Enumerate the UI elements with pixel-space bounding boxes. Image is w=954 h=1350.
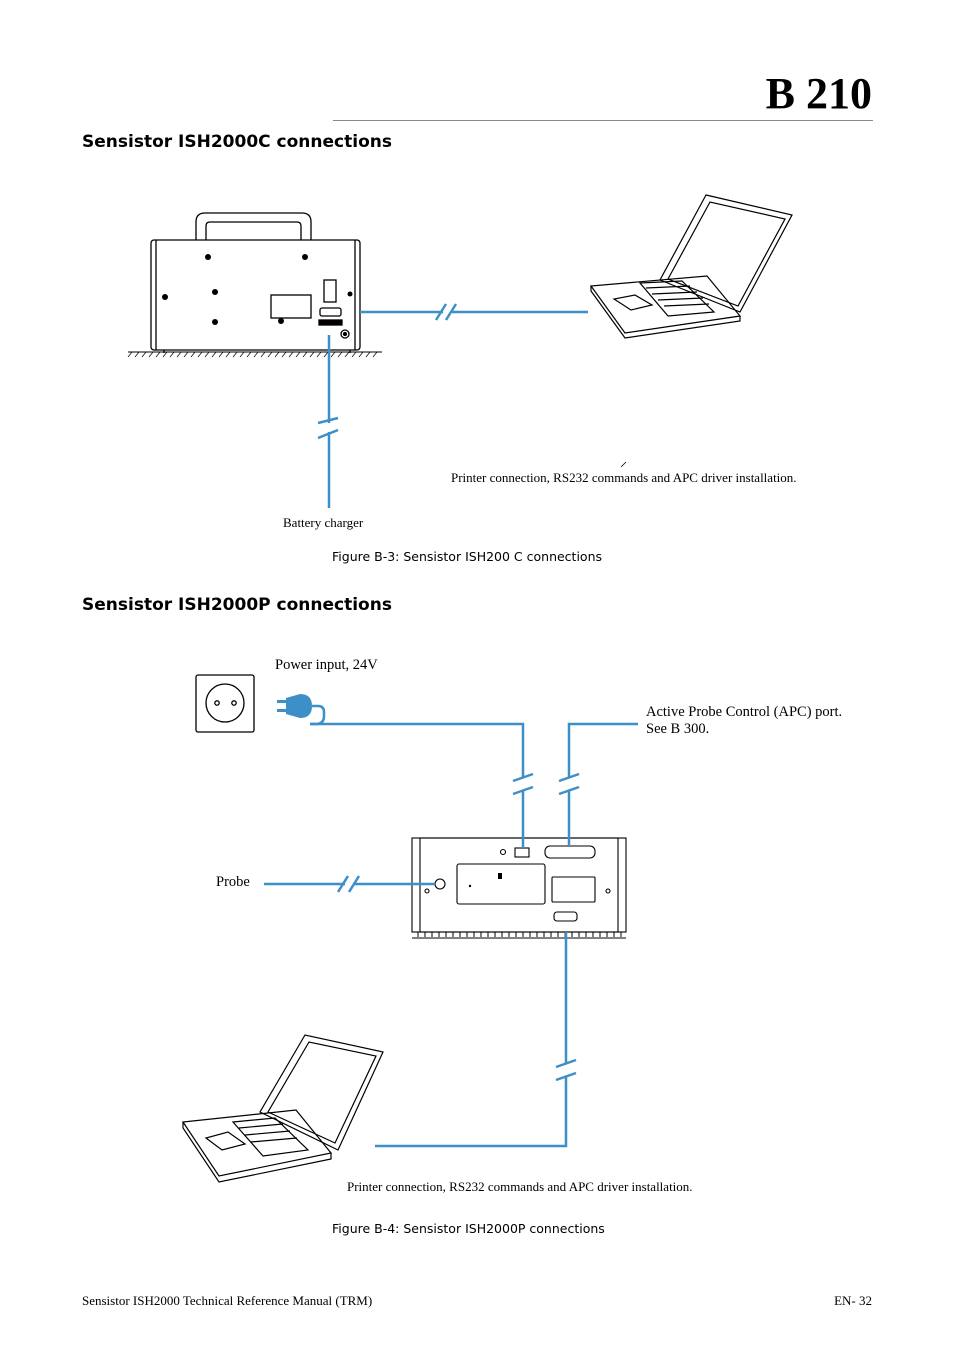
label-apc-reference: See B 300. (646, 721, 710, 737)
ish2000p-unit-icon (411, 837, 627, 939)
ish2000c-unit-icon (150, 212, 361, 353)
chapter-number: B 210 (765, 69, 872, 118)
header-rule (333, 120, 873, 121)
footer-page-number: EN- 32 (834, 1293, 872, 1308)
figure-caption-b3: Figure B-3: Sensistor ISH200 C connectio… (332, 549, 603, 564)
cable-power (310, 722, 525, 848)
label-apc-port: Active Probe Control (APC) port. (646, 704, 843, 720)
label-battery-charger: Battery charger (283, 515, 364, 530)
wall-socket-icon (195, 674, 255, 733)
label-probe: Probe (216, 874, 250, 890)
cable-data-p (375, 932, 568, 1148)
cable-apc (567, 722, 638, 846)
power-plug-icon (277, 694, 326, 726)
footer-manual-title: Sensistor ISH2000 Technical Reference Ma… (82, 1293, 373, 1308)
label-printer-connection-c: Printer connection, RS232 commands and A… (451, 470, 797, 485)
laptop-icon (589, 194, 793, 339)
section-heading-ish2000c: Sensistor ISH2000C connections (82, 132, 392, 152)
laptop-icon (181, 1034, 384, 1183)
label-power-input: Power input, 24V (275, 657, 378, 673)
label-printer-connection-p: Printer connection, RS232 commands and A… (347, 1179, 693, 1194)
figure-caption-b4: Figure B-4: Sensistor ISH2000P connectio… (332, 1221, 605, 1236)
section-heading-ish2000p: Sensistor ISH2000P connections (82, 595, 392, 615)
